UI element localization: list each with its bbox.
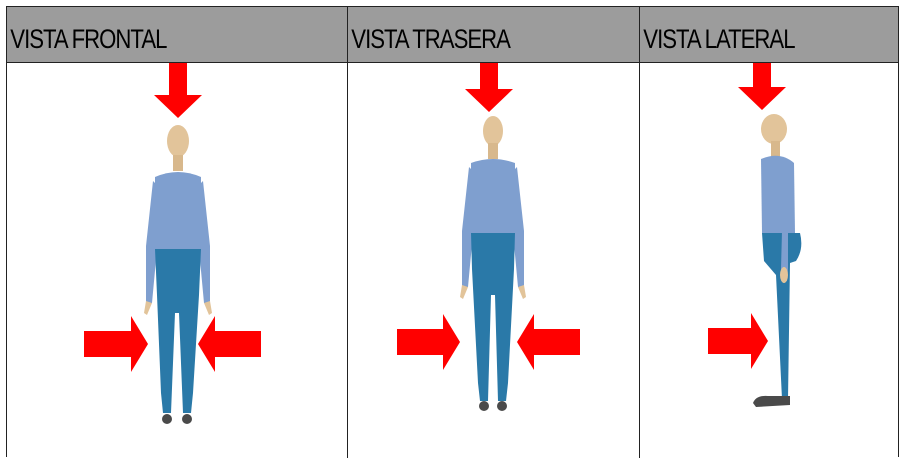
mannequin-shirt xyxy=(155,172,201,249)
arrow-right-icon xyxy=(397,314,460,370)
side-view-figure xyxy=(708,63,802,407)
arrow-right-icon xyxy=(708,313,768,369)
arrow-down-icon xyxy=(465,63,513,112)
arrow-down-icon xyxy=(154,63,202,118)
front-view-figure xyxy=(84,63,261,424)
column-divider xyxy=(347,7,348,458)
header-side-view: VISTA LATERAL xyxy=(643,24,795,54)
back-view-cell xyxy=(348,63,639,458)
back-view-figure xyxy=(397,63,580,411)
header-front-view: VISTA FRONTAL xyxy=(10,24,167,54)
arrow-right-icon xyxy=(84,316,148,372)
mannequin-pants xyxy=(155,249,201,413)
front-view-cell xyxy=(7,63,347,458)
mannequin-head xyxy=(167,125,189,157)
arrow-left-icon xyxy=(198,316,261,372)
column-divider xyxy=(639,7,640,458)
side-view-cell xyxy=(640,63,900,458)
arrow-left-icon xyxy=(517,314,580,370)
header-row xyxy=(7,7,898,63)
arrow-down-icon xyxy=(738,63,786,110)
views-table: VISTA FRONTAL VISTA TRASERA VISTA LATERA… xyxy=(6,6,900,458)
header-back-view: VISTA TRASERA xyxy=(351,24,511,54)
